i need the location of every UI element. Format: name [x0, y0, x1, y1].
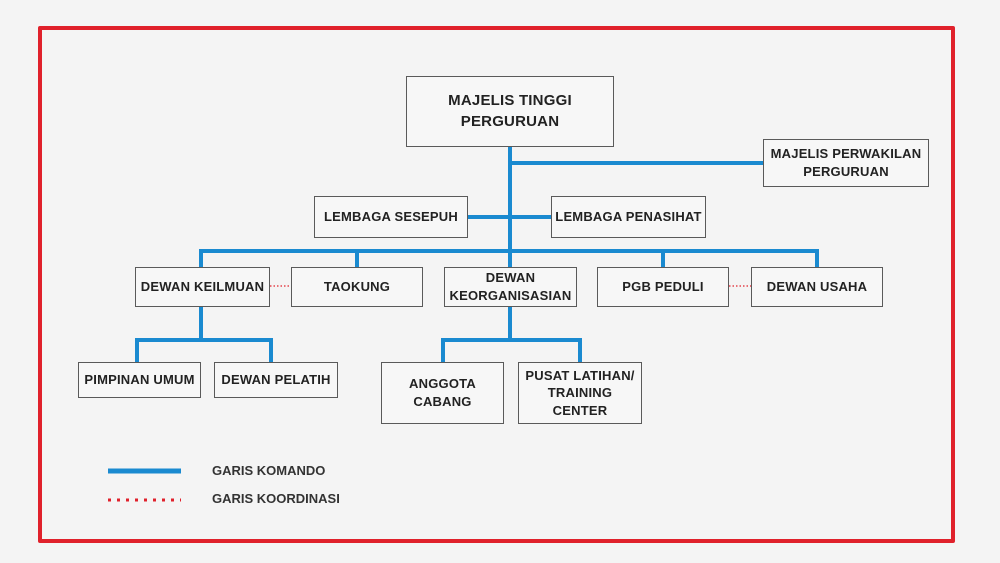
- node-lembaga-sesepuh: LEMBAGA SESEPUH: [314, 196, 468, 238]
- legend-coordination-label: GARIS KOORDINASI: [212, 491, 340, 506]
- node-dewan-keilmuan: DEWAN KEILMUAN: [135, 267, 270, 307]
- node-pimpinan-umum: PIMPINAN UMUM: [78, 362, 201, 398]
- node-dewan-usaha: DEWAN USAHA: [751, 267, 883, 307]
- node-dewan-keorganisasian: DEWAN KEORGANISASIAN: [444, 267, 577, 307]
- node-taokung: TAOKUNG: [291, 267, 423, 307]
- node-lembaga-penasihat: LEMBAGA PENASIHAT: [551, 196, 706, 238]
- legend-command-label: GARIS KOMANDO: [212, 463, 326, 478]
- node-pusat-latihan: PUSAT LATIHAN/ TRAINING CENTER: [518, 362, 642, 424]
- node-pgb-peduli: PGB PEDULI: [597, 267, 729, 307]
- node-majelis-perwakilan-perguruan: MAJELIS PERWAKILAN PERGURUAN: [763, 139, 929, 187]
- node-majelis-tinggi-perguruan: MAJELIS TINGGI PERGURUAN: [406, 76, 614, 147]
- node-dewan-pelatih: DEWAN PELATIH: [214, 362, 338, 398]
- node-anggota-cabang: ANGGOTA CABANG: [381, 362, 504, 424]
